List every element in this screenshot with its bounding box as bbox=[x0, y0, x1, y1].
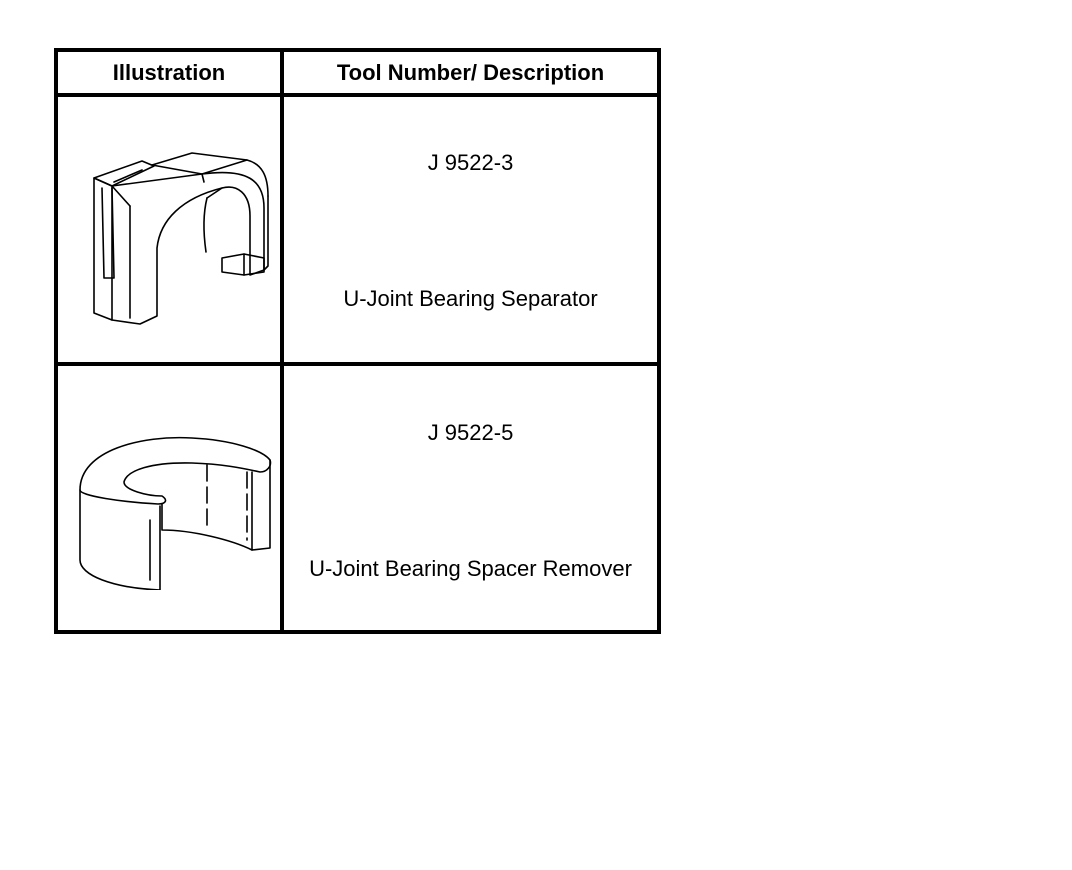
spacer-remover-icon bbox=[72, 430, 272, 591]
tool-number-row-2: J 9522-5 bbox=[427, 420, 514, 445]
tool-description-row-1: U-Joint Bearing Separator bbox=[343, 286, 598, 311]
bearing-separator-icon bbox=[72, 148, 272, 328]
header-illustration: Illustration bbox=[112, 59, 226, 85]
tool-table: Illustration Tool Number/ Description bbox=[54, 48, 661, 634]
header-tool-description: Tool Number/ Description bbox=[336, 59, 605, 85]
tool-description-row-2: U-Joint Bearing Spacer Remover bbox=[309, 556, 632, 581]
header-divider bbox=[58, 93, 657, 97]
column-divider bbox=[280, 52, 284, 630]
row-divider bbox=[58, 362, 657, 366]
tool-number-row-1: J 9522-3 bbox=[427, 150, 514, 175]
